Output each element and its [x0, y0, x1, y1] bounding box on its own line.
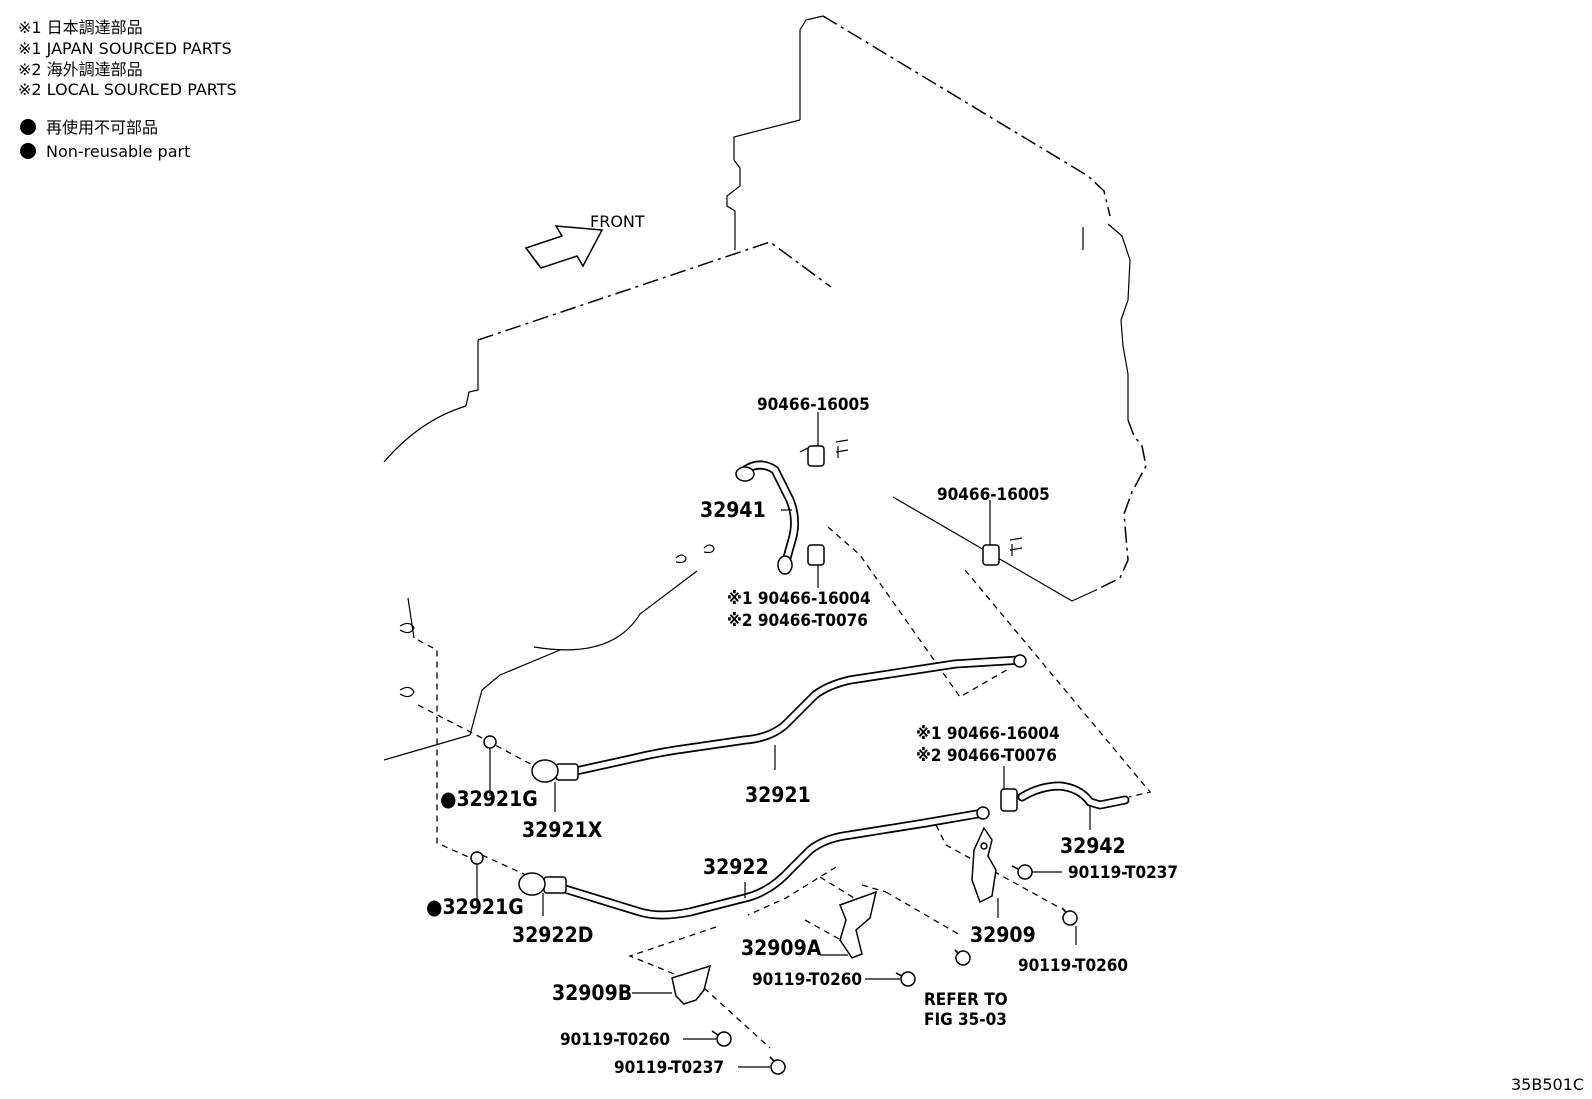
- bracket-32909B: [671, 964, 712, 1005]
- clamp-icon: [799, 439, 849, 467]
- legend: ※1 日本調達部品 ※1 JAPAN SOURCED PARTS ※2 海外調達…: [18, 18, 237, 161]
- label-90466-16005-upper: 90466-16005: [757, 395, 870, 415]
- label-90466-T0076-upper: ※2 90466-T0076: [727, 611, 868, 631]
- hose-32942: [1017, 781, 1130, 810]
- legend-japan-jp: ※1 日本調達部品: [18, 18, 143, 37]
- bullet-icon: [20, 143, 36, 159]
- bracket-32909A: [839, 890, 878, 959]
- label-32909B: 32909B: [552, 981, 632, 1005]
- label-32921G-upper: ●32921G: [440, 787, 538, 811]
- label-32909A: 32909A: [741, 936, 822, 960]
- guide-lines: [417, 526, 1152, 1049]
- bolt-icon: [1011, 864, 1033, 880]
- label-90119-T0237-low: 90119-T0237: [614, 1058, 724, 1078]
- legend-nonreusable-en: Non-reusable part: [46, 142, 190, 161]
- legend-japan-en: ※1 JAPAN SOURCED PARTS: [18, 39, 232, 58]
- bracket-32909: [971, 826, 997, 904]
- label-90466-16004-right: ※1 90466-16004: [916, 724, 1060, 744]
- label-90119-T0237-right: 90119-T0237: [1068, 863, 1178, 883]
- hose-32941: [735, 460, 800, 575]
- label-32909: 32909: [970, 923, 1036, 947]
- label-refer-to: REFER TO: [924, 990, 1008, 1010]
- label-90466-16005-right: 90466-16005: [937, 485, 1050, 505]
- figure-code: 35B501C: [1511, 1075, 1584, 1094]
- label-32942: 32942: [1060, 834, 1126, 858]
- engine-outline: [383, 15, 1147, 761]
- label-32922: 32922: [703, 855, 769, 879]
- bolt-icon: [954, 949, 971, 966]
- label-90466-16004-upper: ※1 90466-16004: [727, 589, 871, 609]
- bullet-icon: [20, 119, 36, 135]
- legend-nonreusable-jp: 再使用不可部品: [46, 118, 158, 137]
- label-90119-T0260-mid: 90119-T0260: [752, 970, 862, 990]
- label-32922D: 32922D: [512, 923, 593, 947]
- label-32921: 32921: [745, 783, 811, 807]
- front-label: FRONT: [590, 212, 645, 231]
- front-arrow-icon: [524, 225, 604, 269]
- label-90466-T0076-right: ※2 90466-T0076: [916, 746, 1057, 766]
- bolt-icon: [1061, 907, 1078, 926]
- bolt-icon: [711, 1030, 732, 1047]
- label-90119-T0260-low: 90119-T0260: [560, 1030, 670, 1050]
- clamp-icon: [807, 544, 825, 566]
- bolt-icon: [769, 1056, 786, 1075]
- label-32921G-lower: ●32921G: [426, 895, 524, 919]
- label-fig-35-03: FIG 35-03: [924, 1010, 1007, 1030]
- label-32941: 32941: [700, 498, 766, 522]
- label-32921X: 32921X: [522, 818, 603, 842]
- pipe-32922: [470, 806, 990, 920]
- bolt-icon: [895, 971, 916, 987]
- legend-local-jp: ※2 海外調達部品: [18, 60, 143, 79]
- pipe-32921: [483, 654, 1027, 783]
- clamp-icon: [1000, 788, 1018, 812]
- leader-lines: [476, 412, 1091, 1068]
- clamp-icon: [982, 537, 1023, 566]
- legend-local-en: ※2 LOCAL SOURCED PARTS: [18, 80, 237, 99]
- label-90119-T0260-right: 90119-T0260: [1018, 956, 1128, 976]
